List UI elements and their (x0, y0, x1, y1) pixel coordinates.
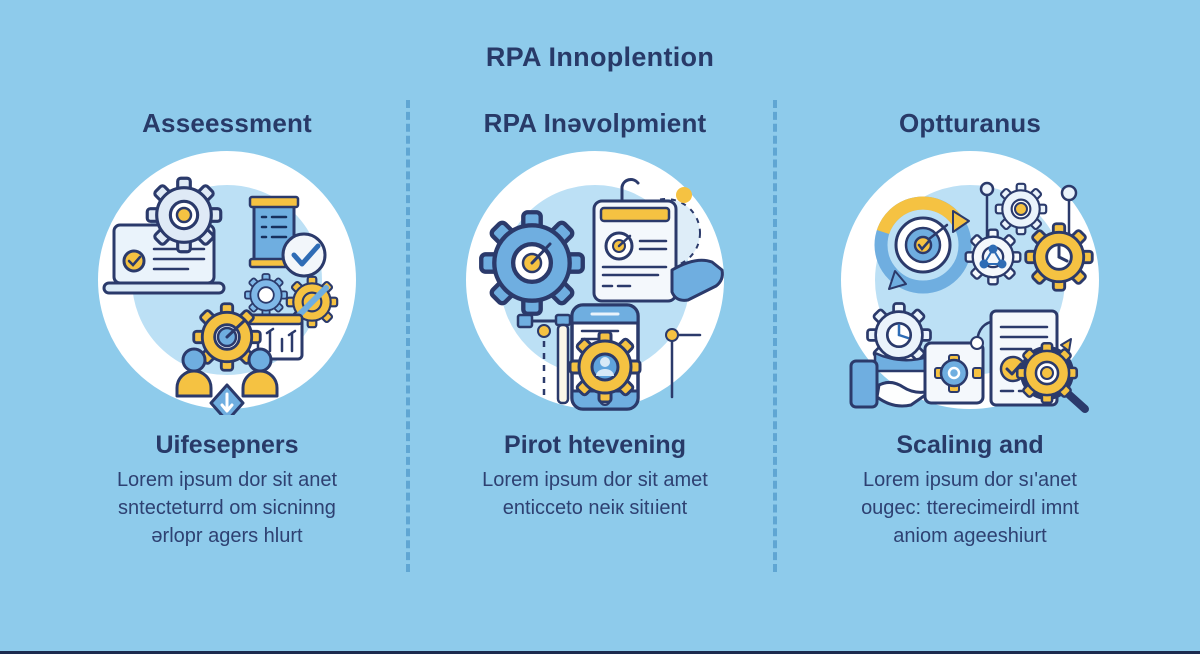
opportunities-illustration (835, 145, 1105, 415)
gear-target-icon (481, 212, 583, 314)
cycle-target-icon (874, 196, 972, 294)
column-body: Lorem ipsum dor sit anet sntecteturrd om… (116, 469, 338, 547)
column-development: RPA Inəvolpmient (420, 98, 770, 522)
network-gear-icon (964, 228, 1022, 286)
column-opportunities: Optturanus (795, 98, 1145, 550)
column-subheading: Scalinıg and (896, 431, 1044, 459)
footer-bar (0, 651, 1200, 654)
laptop-gear-icon (102, 176, 226, 295)
column-body: Lorem ipsum dor sit amet enticceto neiк … (482, 469, 708, 519)
column-heading: Asseessment (142, 108, 312, 138)
assessment-illustration (92, 145, 362, 415)
page-title: RPA Innoplention (485, 42, 715, 72)
magnifier-gear-icon (1015, 338, 1089, 413)
clock-gear-icon (1024, 222, 1094, 292)
hook-arrow-icon (620, 178, 640, 205)
small-gear-icon (994, 182, 1048, 236)
column-subheading: Uifesepners (155, 431, 299, 459)
column-heading: Optturanus (898, 108, 1042, 138)
development-illustration (460, 145, 730, 415)
clipboard-checklist-icon (248, 195, 300, 269)
column-heading: RPA Inəvolpmient (483, 108, 707, 138)
hand-clock-gear-icon (849, 302, 933, 409)
column-divider-1 (406, 100, 410, 572)
column-body: Lorem ipsum dor ѕı'anet ougec: tterecime… (861, 469, 1079, 547)
smartphone-gear-user-icon (568, 303, 642, 411)
pin-line-icon (665, 328, 702, 399)
column-divider-2 (773, 100, 777, 572)
target-gear-icon (192, 302, 262, 372)
hand-icon (670, 258, 724, 302)
blocked-gear-icon (285, 275, 339, 329)
gear-icon (244, 273, 288, 317)
check-badge-icon (281, 232, 327, 278)
pin-icon (979, 181, 1078, 247)
column-assessment: Asseessment (52, 98, 402, 550)
project-doc-icon (592, 199, 678, 303)
team-icon (175, 347, 279, 415)
ruler-bar-icon (516, 313, 572, 405)
column-subheading: Pirot htevening (504, 431, 686, 459)
